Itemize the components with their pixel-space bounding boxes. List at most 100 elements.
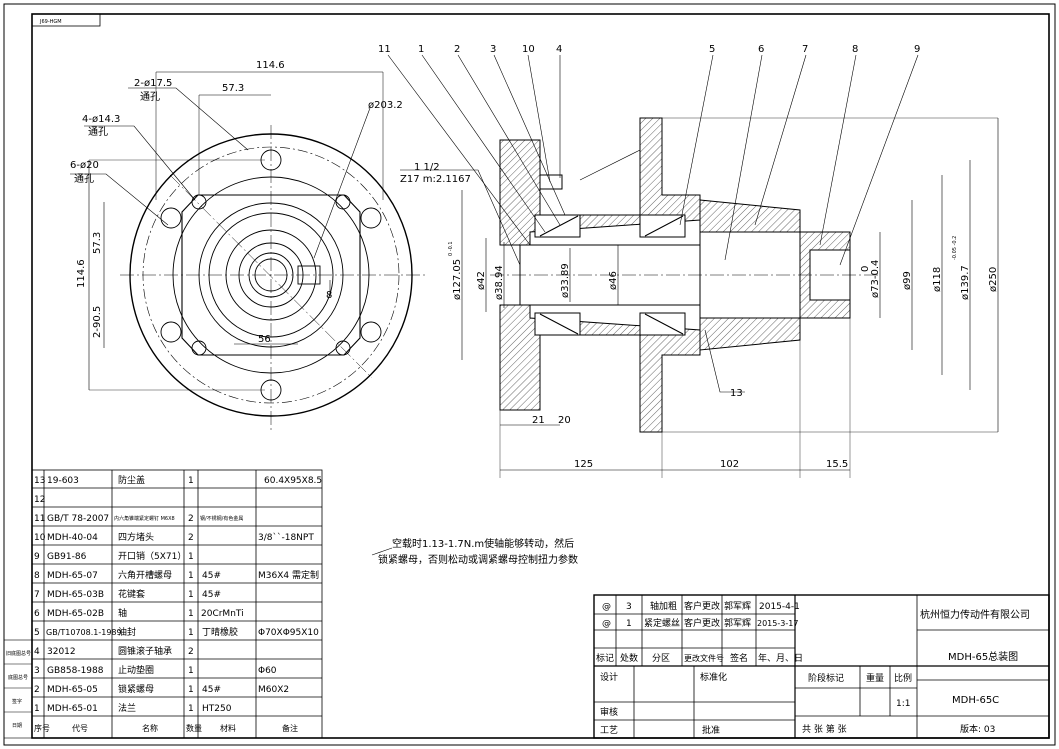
rev-header-date: 年、月、日 xyxy=(758,652,803,664)
drawing-number: MDH-65C xyxy=(952,695,999,706)
row-seq: 10 xyxy=(34,533,46,543)
dim-half: 57.3 xyxy=(222,83,244,94)
row-name: 开口销（5X71） xyxy=(118,550,186,562)
dim-d46: ø46 xyxy=(608,271,619,290)
row-code: MDH-65-07 xyxy=(47,571,98,581)
row-qty: 1 xyxy=(188,666,194,676)
rev-header-mark: 标记 xyxy=(596,652,614,664)
row-remark: M60X2 xyxy=(258,685,289,695)
row-seq: 6 xyxy=(34,609,40,619)
row-mat: 钢/不锈钢/有色金属 xyxy=(200,515,243,522)
row-name: 法兰 xyxy=(118,702,136,714)
row-code: MDH-65-01 xyxy=(47,704,98,714)
row-seq: 1 xyxy=(34,704,40,714)
row-seq: 13 xyxy=(34,476,45,486)
label-standard: 标准化 xyxy=(700,671,727,683)
row-name: 六角开槽螺母 xyxy=(118,569,172,581)
sheets: 共 张 第 张 xyxy=(802,723,847,735)
row-code: MDH-40-04 xyxy=(47,533,98,543)
row-seq: 8 xyxy=(34,571,40,581)
row-qty: 2 xyxy=(188,514,194,524)
row-qty: 1 xyxy=(188,704,194,714)
rev-header-count: 处数 xyxy=(620,652,638,664)
row-remark: 3/8``-18NPT xyxy=(258,532,314,543)
front-view xyxy=(70,71,425,432)
callout-3: 3 xyxy=(490,44,496,55)
callout-4: 4 xyxy=(556,44,562,55)
rev1-sign: 郭军辉 xyxy=(724,600,751,612)
callout-9: 9 xyxy=(914,44,920,55)
callout-10: 10 xyxy=(522,44,535,55)
scale-value: 1:1 xyxy=(896,699,910,709)
row-code: GB/T10708.1-1989 xyxy=(46,628,122,637)
row-mat: 丁晴橡胶 xyxy=(202,626,238,638)
header-name: 名称 xyxy=(142,723,158,733)
dim-d73: ø73-0.4 xyxy=(870,260,881,298)
row-qty: 1 xyxy=(188,571,194,581)
parts-row: 5 GB/T10708.1-1989 油封 1 丁晴橡胶 Φ70XΦ95X10 xyxy=(34,626,319,638)
row-mat: 45# xyxy=(202,590,221,600)
dim-d250: ø250 xyxy=(988,267,999,292)
parts-row: 8 MDH-65-07 六角开槽螺母 1 45# M36X4 需定制 xyxy=(34,569,319,581)
rev1-zone: 轴加粗 xyxy=(650,600,677,612)
header-seq: 序号 xyxy=(34,723,50,733)
callout-7: 7 xyxy=(802,44,808,55)
row-qty: 1 xyxy=(188,628,194,638)
tol-d127: 0 -0.1 xyxy=(448,241,454,256)
label-process: 工艺 xyxy=(600,725,618,736)
row-qty: 1 xyxy=(188,609,194,619)
spline-spec: Z17 m:2.1167 xyxy=(400,174,471,185)
thread-spec: 1 1/2 xyxy=(414,162,440,173)
label-scale: 比例 xyxy=(894,672,912,684)
parts-row: 12 xyxy=(34,495,45,505)
row-remark: M36X4 需定制 xyxy=(258,569,319,581)
dim-d99: ø99 xyxy=(902,271,913,290)
dim-d127: ø127.05 xyxy=(452,259,463,300)
outer-frame xyxy=(3,3,1056,746)
parts-row: 9 GB91-86 开口销（5X71） 1 xyxy=(34,550,194,562)
parts-row: 2 MDH-65-05 锁紧螺母 1 45# M60X2 xyxy=(34,683,289,695)
rev1-date: 2015-4-1 xyxy=(759,602,800,612)
stamp-sign: 签字 xyxy=(12,698,22,705)
rev2-mark: @ xyxy=(602,619,611,629)
header-code: 代号 xyxy=(72,723,88,733)
dim-half-v: 57.3 xyxy=(92,232,103,254)
rev1-doc: 客户更改 xyxy=(684,600,720,612)
row-code: GB/T 78-2007 xyxy=(47,514,109,524)
dim-bore: 56 xyxy=(258,334,271,345)
row-seq: 5 xyxy=(34,628,40,638)
row-name: 内六角锥端紧定螺钉 M6X8 xyxy=(114,515,175,522)
parts-rows: 13 19-603 防尘盖 1 60.4X95X8.5 12 11 GB/T 7… xyxy=(34,474,322,733)
row-mat: 45# xyxy=(202,685,221,695)
parts-row: 10 MDH-40-04 四方堵头 2 3/8``-18NPT xyxy=(34,531,314,543)
rev1-count: 3 xyxy=(626,602,632,612)
row-seq: 4 xyxy=(34,647,40,657)
dim-d139: ø139.7 xyxy=(960,265,971,300)
stamp-date: 日期 xyxy=(12,723,22,729)
row-name: 四方堵头 xyxy=(118,531,154,543)
callout-2: 2 xyxy=(454,44,460,55)
rev2-sign: 郭军辉 xyxy=(724,617,751,629)
header-remark: 备注 xyxy=(282,723,298,733)
parts-row: 6 MDH-65-02B 轴 1 20CrMnTi xyxy=(34,607,244,619)
row-name: 油封 xyxy=(118,626,136,638)
row-name: 锁紧螺母 xyxy=(118,683,154,695)
dim-15-5: 15.5 xyxy=(826,459,848,470)
tol-d139: -0.05 -0.2 xyxy=(952,236,958,260)
dim-20: 20 xyxy=(558,415,571,426)
company-name: 杭州恒力传动件有限公司 xyxy=(920,608,1030,621)
parts-row: 7 MDH-65-03B 花键套 1 45# xyxy=(34,588,221,600)
tol-d73: 0 xyxy=(860,266,871,272)
row-code: MDH-65-05 xyxy=(47,685,98,695)
rev-header-doc: 更改文件号 xyxy=(684,653,724,663)
callout-11: 11 xyxy=(378,44,391,55)
dim-width: 114.6 xyxy=(256,60,285,71)
parts-row: 3 GB858-1988 止动垫圈 1 Φ60 xyxy=(34,664,277,676)
dim-d42: ø42 xyxy=(476,271,487,290)
row-seq: 3 xyxy=(34,666,40,676)
label-stage: 阶段标记 xyxy=(808,672,844,684)
parts-list xyxy=(31,469,323,739)
dim-key: 8 xyxy=(326,290,332,301)
dim-bottom: 2-90.5 xyxy=(92,306,103,338)
callout-8: 8 xyxy=(852,44,858,55)
